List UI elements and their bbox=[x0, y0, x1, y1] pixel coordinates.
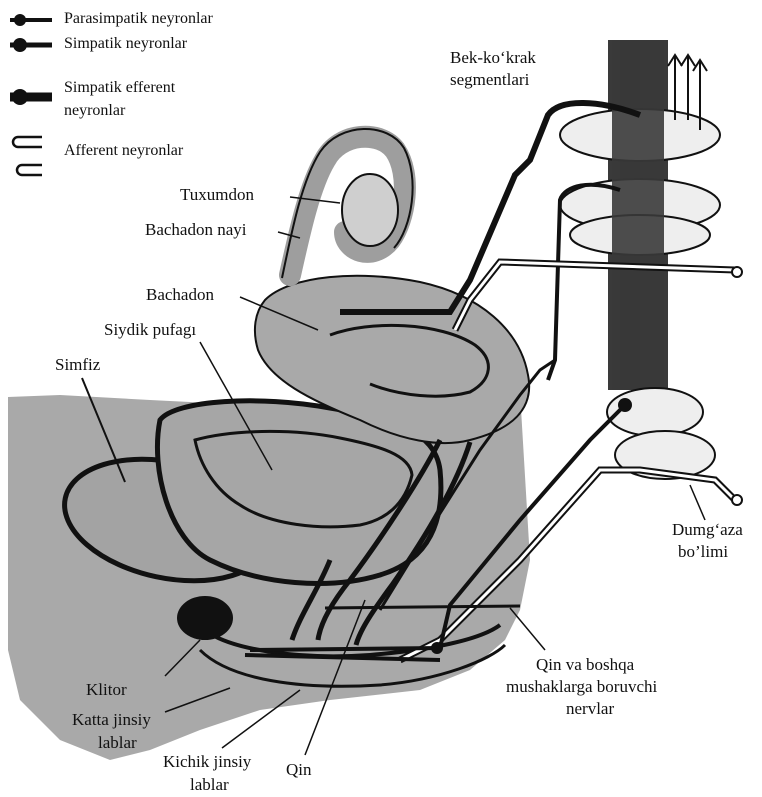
label-bladder: Siydik pufagı bbox=[104, 320, 196, 340]
label-sacral-1: Dumg‘aza bbox=[672, 520, 743, 540]
legend-parasympathetic-icon bbox=[10, 14, 52, 26]
label-sacral-2: bo’limi bbox=[678, 542, 728, 562]
pelvic-nerve-line bbox=[325, 606, 520, 608]
label-nerves-2: mushaklarga boruvchi bbox=[506, 677, 657, 697]
label-fallopian-tube: Bachadon nayi bbox=[145, 220, 247, 240]
label-spinal-upper-2: segmentlari bbox=[450, 70, 529, 90]
label-symphysis: Simfiz bbox=[55, 355, 100, 375]
legend-afferent-label: Afferent neyronlar bbox=[64, 141, 183, 160]
label-uterus: Bachadon bbox=[146, 285, 214, 305]
label-ovary: Tuxumdon bbox=[180, 185, 254, 205]
leader-line-nerves bbox=[510, 608, 545, 650]
label-nerves-3: nervlar bbox=[566, 699, 614, 719]
label-labia-minor-1: Kichik jinsiy bbox=[163, 752, 251, 772]
leader-line-sacral bbox=[690, 485, 705, 520]
ganglion-icon bbox=[431, 642, 443, 654]
label-labia-major-2: lablar bbox=[98, 733, 137, 753]
legend-sympathetic-icon bbox=[10, 38, 52, 52]
ganglion-icon bbox=[618, 398, 632, 412]
legend-sympathetic-efferent-icon bbox=[10, 89, 52, 105]
legend-afferent-icon bbox=[13, 137, 42, 175]
legend-sympathetic-efferent-label-2: neyronlar bbox=[64, 101, 125, 120]
spinal-cord-front bbox=[612, 40, 664, 390]
afferent-ending-icon bbox=[732, 495, 742, 505]
label-vagina: Qin bbox=[286, 760, 312, 780]
legend-parasympathetic-label: Parasimpatik neyronlar bbox=[64, 9, 213, 28]
ovary-organ bbox=[342, 174, 398, 246]
legend-sympathetic-label: Simpatik neyronlar bbox=[64, 34, 187, 53]
clitoris-organ bbox=[177, 596, 233, 640]
ascending-arrow bbox=[681, 55, 695, 120]
label-labia-minor-2: lablar bbox=[190, 775, 229, 795]
legend-sympathetic-efferent-label-1: Simpatik efferent bbox=[64, 78, 175, 97]
label-labia-major-1: Katta jinsiy bbox=[72, 710, 151, 730]
label-spinal-upper-1: Bek-ko‘krak bbox=[450, 48, 536, 68]
afferent-ending-icon bbox=[732, 267, 742, 277]
sacral-segment-ring bbox=[607, 388, 703, 436]
label-nerves-1: Qin va boshqa bbox=[536, 655, 634, 675]
label-clitoris: Klitor bbox=[86, 680, 127, 700]
